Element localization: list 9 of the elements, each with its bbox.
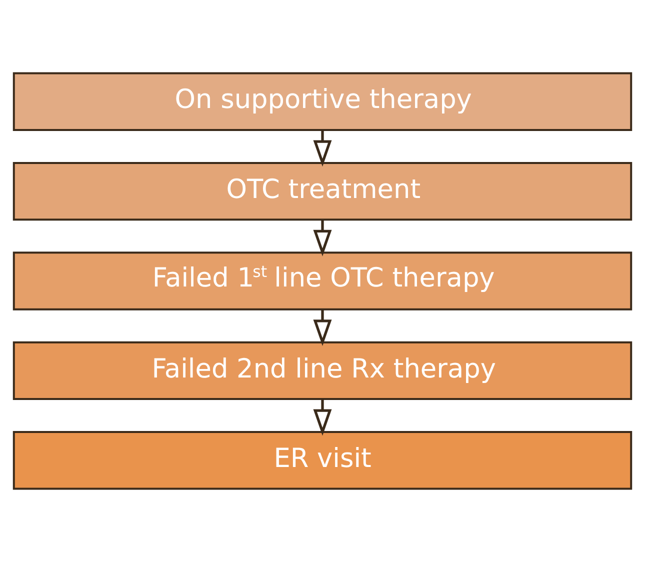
node-box: On supportive therapy — [12, 72, 632, 130]
node-box: Failed 2nd line Rx therapy — [12, 340, 632, 400]
node-box: Failed 1$^{st}$ line OTC therapy — [12, 251, 632, 310]
node-box: OTC treatment — [12, 161, 632, 220]
arrow — [313, 308, 332, 346]
node-box: ER visit — [12, 430, 632, 490]
arrow — [313, 130, 332, 166]
arrow — [313, 219, 332, 256]
arrow — [313, 398, 332, 436]
